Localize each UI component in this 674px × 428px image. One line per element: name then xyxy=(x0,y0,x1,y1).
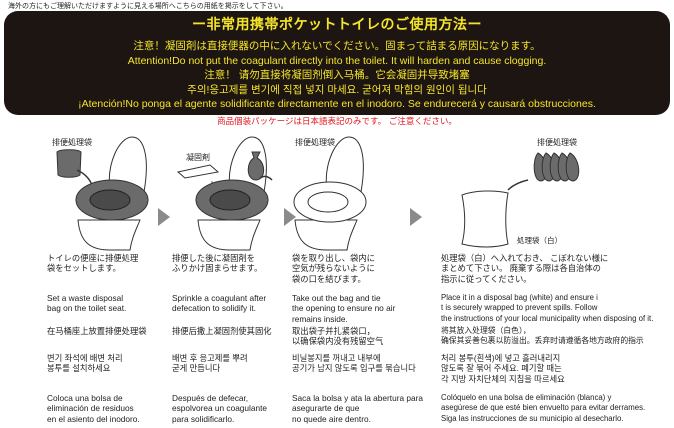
text-line: the instructions of your local municipal… xyxy=(441,313,654,323)
label-step3-bag: 排便処理袋 xyxy=(295,137,335,147)
text-line: 取出袋子并扎紧袋口， xyxy=(292,326,375,336)
text-line: bag on the toilet seat. xyxy=(47,303,127,314)
step4-ja: 処理袋（白）へ入れておき、 こぼれない様にまとめて下さい。 廃棄する際は各自治体… xyxy=(441,253,608,284)
label-step4-bags: 排便処理袋 xyxy=(537,137,577,147)
text-line: 指示に従ってください。 xyxy=(441,273,532,284)
step4-en: Place it in a disposal bag (white) and e… xyxy=(441,293,653,324)
label-step1-bag: 排便処理袋 xyxy=(52,137,92,147)
text-line: 以确保袋内没有残留空气 xyxy=(292,336,384,347)
top-note: 海外の方にもご理解いただけますように見える場所へこちらの用紙を掲示をして下さい。 xyxy=(8,2,288,10)
step2-illustration: 凝固剤 xyxy=(176,136,269,251)
text-line: トイレの便座に排便処理 xyxy=(47,253,139,263)
banner-title: ー非常用携帯ポケットトイレのご使用方法ー xyxy=(192,17,482,33)
text-line: 않도록 잘 묶어 주세요. 폐기할 때는 xyxy=(441,363,562,374)
text-line: remains inside. xyxy=(292,313,348,324)
step2-zh: 排便后撒上凝固剂使其固化 xyxy=(172,326,272,336)
text-line: 처리 봉투(흰색)에 넣고 흘러내리지 xyxy=(441,353,561,363)
step3-zh: 取出袋子并扎紧袋口，以确保袋内没有残留空气 xyxy=(292,326,383,347)
warning-zh: 注意！ 请勿直接将凝固剂倒入马桶。它会凝固并导致堵塞 xyxy=(204,69,470,81)
warning-en: Attention!Do not put the coagulant direc… xyxy=(127,54,547,67)
step4-illustration: 排便処理袋 処理袋（白） xyxy=(461,137,580,248)
text-line: 処理袋（白）へ入れておき、 こぼれない様に xyxy=(441,253,609,263)
text-line: 비닐봉지를 꺼내고 내부에 xyxy=(292,353,381,363)
text-line: 굳게 만듭니다 xyxy=(172,363,221,374)
text-line: Place it in a disposal bag (white) and e… xyxy=(441,293,598,302)
step3-illustration: 排便処理袋 xyxy=(247,136,367,251)
text-line: 在马桶座上放置排便处理袋 xyxy=(47,326,147,336)
text-line: ふりかけ固まらせます。 xyxy=(172,263,263,274)
text-line: Take out the bag and tie xyxy=(292,293,381,303)
step1-zh: 在马桶座上放置排便处理袋 xyxy=(47,326,147,336)
text-line: 将其放入处理袋（白色）， xyxy=(441,326,531,335)
step2-ja: 排便した後に凝固剤をふりかけ固まらせます。 xyxy=(172,253,262,274)
text-line: まとめて下さい。 廃棄する際は各自治体の xyxy=(441,263,601,274)
label-step4-white-bag: 処理袋（白） xyxy=(517,235,562,245)
text-line: Sprinkle a coagulant after xyxy=(172,293,267,303)
text-line: 袋をセットします。 xyxy=(47,263,121,274)
text-line: en el asiento del inodoro. xyxy=(47,413,140,424)
text-line: asegurarte de que xyxy=(292,403,360,414)
text-line: Set a waste disposal xyxy=(47,293,124,303)
text-line: 배변 후 응고제를 뿌려 xyxy=(172,353,248,363)
text-line: 袋の口を結びます。 xyxy=(292,273,366,284)
illustrations: 排便処理袋 凝固剤 排便処理袋 排 xyxy=(52,136,580,251)
arrow-1-icon xyxy=(158,208,170,226)
text-line: 袋を取り出し、袋内に xyxy=(292,253,375,263)
text-line: 空気が残らないように xyxy=(292,263,375,274)
text-line: Colóquelo en una bolsa de eliminación (b… xyxy=(441,393,612,402)
text-line: defecation to solidify it. xyxy=(172,303,256,314)
text-line: espolvorea un coagulante xyxy=(172,403,268,414)
arrow-2-icon xyxy=(284,208,296,226)
text-line: Coloca una bolsa de xyxy=(47,393,123,403)
step4-es: Colóquelo en una bolsa de eliminación (b… xyxy=(441,393,645,424)
warning-banner: ー非常用携帯ポケットトイレのご使用方法ー 注意！凝固剤は直接便器の中に入れないで… xyxy=(4,11,670,115)
text-line: 공기가 남지 않도록 입구를 묶습니다 xyxy=(292,363,416,374)
warning-es: ¡Atención!No ponga el agente solidifican… xyxy=(78,98,596,110)
text-line: 确保其妥善包裹以防溢出。丢弃时请遵循各地方政府的指示 xyxy=(441,336,644,346)
text-line: no quede aire dentro. xyxy=(292,413,371,424)
text-line: t is securely wrapped to prevent spills.… xyxy=(441,303,598,313)
step4-zh: 将其放入处理袋（白色），确保其妥善包裹以防溢出。丢弃时请遵循各地方政府的指示 xyxy=(441,326,644,347)
text-line: 봉투를 설치하세요 xyxy=(47,363,111,374)
step1-illustration: 排便処理袋 xyxy=(52,136,149,251)
text-line: the opening to ensure no air xyxy=(292,303,396,314)
text-line: para solidificarlo. xyxy=(172,413,235,424)
text-line: asegúrese de que esté bien envuelto para… xyxy=(441,403,646,413)
package-note: 商品個装パッケージは日本語表記のみです。 ご注意ください。 xyxy=(217,117,457,127)
warning-ko: 주의!응고제를 변기에 직접 넣지 마세요. 굳어져 막힘의 원인이 됩니다 xyxy=(187,83,487,96)
step3-ja: 袋を取り出し、袋内に空気が残らないように袋の口を結びます。 xyxy=(292,253,375,284)
text-line: 排便后撒上凝固剂使其固化 xyxy=(172,326,272,336)
text-line: Después de defecar, xyxy=(172,393,249,403)
text-line: 排便した後に凝固剤を xyxy=(172,253,255,263)
label-step2-coagulant: 凝固剤 xyxy=(186,152,210,162)
step1-ja: トイレの便座に排便処理袋をセットします。 xyxy=(47,253,138,274)
warning-ja: 注意！凝固剤は直接便器の中に入れないでください。固まって詰まる原因になります。 xyxy=(133,40,541,52)
step2-es: Después de defecar,espolvorea un coagula… xyxy=(172,393,267,424)
text-line: Saca la bolsa y ata la abertura para xyxy=(292,393,423,403)
text-line: eliminación de residuos xyxy=(47,403,134,414)
text-line: 각 지방 자치단체의 지침을 따르세요 xyxy=(441,373,565,384)
arrow-3-icon xyxy=(410,208,422,226)
text-line: Siga las instrucciones de su municipio a… xyxy=(441,413,624,423)
text-line: 변기 좌석에 배변 처리 xyxy=(47,353,123,363)
